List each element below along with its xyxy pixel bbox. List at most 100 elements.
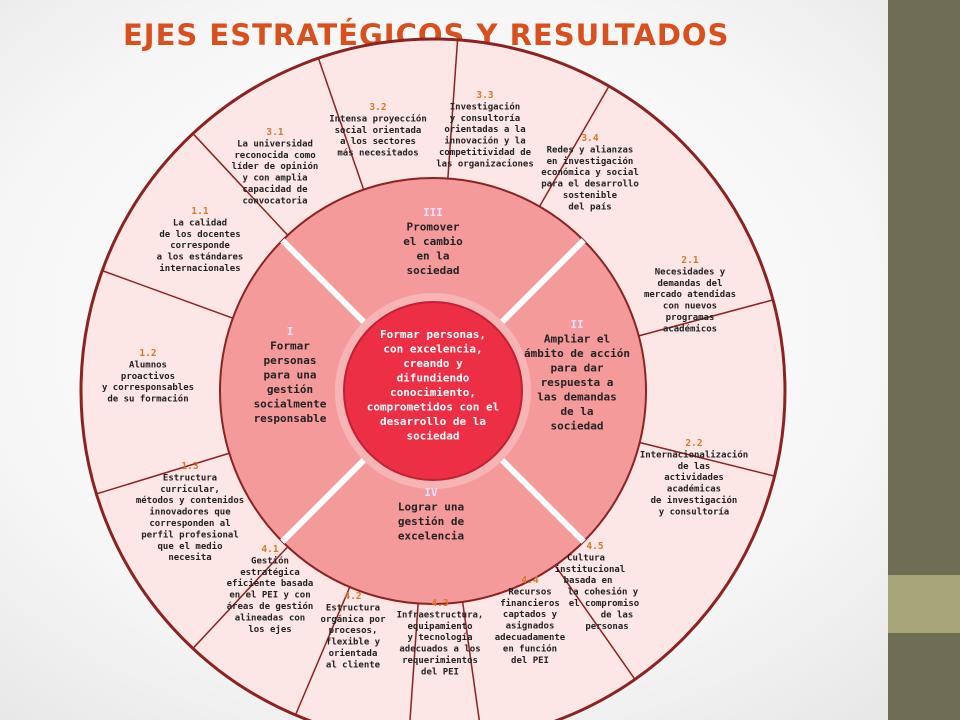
result-3-4-line: en investigación (547, 156, 634, 167)
result-3-4-line: del país (568, 202, 611, 212)
result-2-1-line: demandas del (657, 279, 722, 289)
result-4-5-line: la cohesión y (568, 587, 639, 598)
result-3-2-number: 3.2 (369, 102, 386, 113)
result-4-2-line: procesos, (329, 626, 378, 636)
axis-iv-line: Lograr una (398, 501, 464, 514)
mission-statement-line: Formar personas, (380, 328, 486, 341)
result-1-2-line: proactivos (121, 371, 175, 382)
result-1-3-line: que el medio (157, 541, 222, 552)
result-4-5-line: el compromiso (569, 598, 639, 609)
result-2-2-line: académicas (667, 484, 721, 495)
mission-statement-line: creando y (403, 357, 463, 370)
result-4-2-line: al cliente (326, 659, 381, 670)
axis-iii-line: el cambio (403, 235, 463, 248)
axis-divider (280, 238, 373, 331)
result-4-4-line: captados y (503, 610, 558, 620)
result-2-1-line: programas (666, 313, 715, 323)
result-4-1-line: en el PEI y con (229, 591, 310, 601)
result-divider (192, 133, 289, 236)
axis-iii-line: en la (416, 250, 449, 263)
result-3-3-line: innovación y la (444, 136, 525, 147)
result-divider (639, 441, 775, 477)
result-3-2-line: a los sectores (340, 137, 416, 147)
mission-statement-line: con excelencia, (383, 343, 482, 356)
result-divider (447, 39, 459, 179)
axis-iv-line: gestión de (398, 515, 465, 528)
result-3-3-line: orientadas a la (444, 124, 525, 135)
result-4-2-line: Estructura (326, 603, 380, 613)
result-2-2-line: actividades (664, 472, 724, 483)
result-2-2-line: Internacionalización (640, 449, 748, 460)
axis-ii-line: respuesta a (541, 376, 614, 389)
mission-statement: Formar personas, con excelencia,creando y… (367, 328, 499, 443)
axis-divider (493, 238, 586, 331)
result-1-3-line: perfil profesional (141, 529, 239, 540)
result-3-3-number: 3.3 (476, 90, 493, 101)
axis-iv-number: IV (424, 486, 438, 499)
result-3-1-line: convocatoria (242, 195, 307, 206)
result-2-1-line: académicos (663, 323, 717, 334)
result-4-2-line: orientada (329, 648, 378, 659)
result-1-3-number: 1.3 (181, 461, 198, 472)
result-4-1-line: estratégica (240, 567, 300, 578)
result-4-3-line: y tecnología (407, 633, 472, 643)
result-4-5-line: institucional (555, 564, 625, 575)
result-4-1-line: los ejes (248, 624, 291, 635)
result-3-3-line: y consultoría (450, 114, 520, 124)
result-4-1-line: Gestión (251, 555, 289, 566)
result-1-2-number: 1.2 (139, 348, 156, 359)
result-4-3-line: requerimientos (402, 655, 478, 666)
result-1-1-number: 1.1 (191, 206, 208, 217)
result-4-5-line: Cultura (567, 553, 605, 563)
result-divider (294, 586, 351, 716)
result-3-4-line: Redes y alianzas (547, 144, 634, 155)
result-3-1-line: capacidad de (242, 184, 308, 195)
result-2-2-number: 2.2 (685, 438, 702, 449)
result-1-3-line: métodos y contenidos (136, 495, 244, 506)
result-4-2-line: flexible y (326, 637, 381, 648)
axis-ii-number: II (570, 318, 583, 331)
result-4-3-number: 4.3 (431, 598, 448, 609)
result-1-1-line: de los docentes (159, 230, 240, 240)
result-1-3-line: innovadores que (149, 507, 231, 518)
axis-iii-line: sociedad (407, 264, 460, 277)
result-3-1-number: 3.1 (266, 127, 283, 138)
result-4-4-line: asignados (506, 621, 555, 632)
axis-i-line: personas (264, 354, 317, 367)
result-3-1-line: reconocida como (234, 150, 315, 161)
result-1-1-line: corresponde (170, 241, 230, 251)
result-4-3-line: equipamiento (407, 621, 472, 632)
center-circle (343, 301, 523, 481)
axis-ii-line: para dar (551, 362, 604, 375)
result-1-3-line: necesita (168, 552, 211, 563)
result-1-2-line: y corresponsables (102, 383, 194, 393)
result-1-3-line: curricular, (160, 484, 220, 495)
result-divider (554, 565, 636, 680)
result-2-1-line: Necesidades y (655, 266, 726, 277)
result-3-4-line: para el desarrollo (541, 180, 639, 190)
mission-statement-line: desarrollo de la (380, 415, 486, 428)
result-4-3-line: del PEI (421, 667, 459, 677)
result-divider (409, 603, 419, 720)
result-divider (192, 546, 289, 649)
result-2-1-line: con nuevos (663, 302, 717, 312)
mission-statement-line: difundiendo (397, 372, 470, 385)
result-4-3-line: Infraestructura, (397, 610, 484, 620)
result-4-1-line: alineadas con (235, 612, 305, 623)
result-4-2-number: 4.2 (344, 591, 361, 602)
axis-divider (493, 451, 586, 544)
result-1-1-line: a los estándares (157, 253, 244, 263)
result-1-1-line: internacionales (159, 263, 240, 274)
